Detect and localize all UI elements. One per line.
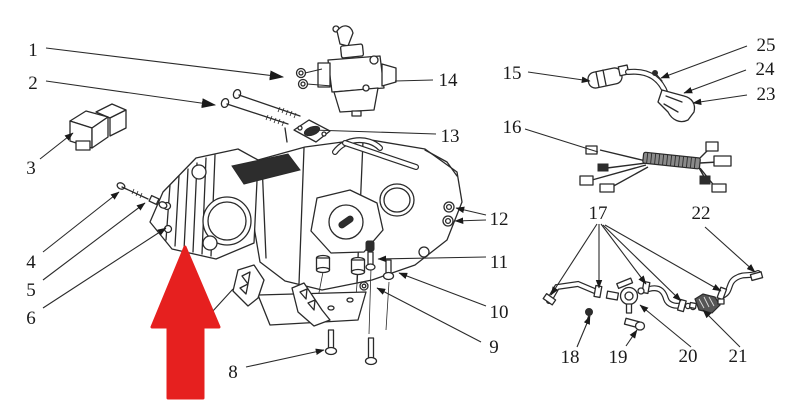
callout-17: 17 [589, 203, 608, 224]
callout-20: 20 [679, 346, 698, 367]
head-side-bolt-and-spacers [116, 182, 168, 209]
callout-9: 9 [489, 337, 499, 358]
callout-6: 6 [26, 308, 36, 329]
callout-23: 23 [757, 84, 776, 105]
callout-24: 24 [756, 59, 776, 80]
callout-12: 12 [490, 209, 509, 230]
fuel-valve [605, 277, 645, 314]
callout-13: 13 [441, 126, 460, 147]
callout-11: 11 [490, 252, 508, 273]
callout-19: 19 [609, 347, 628, 368]
red-arrow-pointer [150, 245, 221, 400]
callout-16: 16 [503, 117, 522, 138]
carburetor-mounting-nuts [295, 67, 333, 90]
callout-2: 2 [28, 73, 38, 94]
engine-assembly [149, 127, 463, 291]
fuel-hose-assembly [542, 270, 764, 331]
callout-1: 1 [28, 40, 38, 61]
leader-lines [39, 45, 756, 368]
callout-15: 15 [503, 63, 522, 84]
wiring-harness [579, 141, 732, 193]
skid-plate-bolts [324, 329, 378, 366]
callout-22: 22 [692, 203, 711, 224]
carburetor [317, 25, 397, 117]
callout-8: 8 [228, 362, 238, 383]
callout-5: 5 [26, 280, 36, 301]
hose-clamp [542, 271, 764, 313]
callout-21: 21 [729, 346, 748, 367]
intake-studs [220, 88, 301, 127]
drain-bolt [623, 317, 646, 331]
callout-25: 25 [757, 35, 776, 56]
callout-14: 14 [439, 70, 459, 91]
spark-plug-cap-assembly [587, 64, 696, 123]
engine-mount-hardware [315, 240, 395, 335]
flange-nuts [442, 201, 455, 227]
fuel-filter [688, 293, 725, 314]
callout-labels: 1 2 3 4 5 6 8 9 10 11 12 13 14 15 16 17 … [26, 35, 775, 383]
relay-box [69, 103, 127, 151]
callout-3: 3 [26, 158, 36, 179]
intake-manifold [293, 119, 331, 143]
skid-plate [232, 264, 367, 327]
callout-10: 10 [490, 302, 509, 323]
callout-4: 4 [26, 252, 36, 273]
callout-18: 18 [561, 347, 580, 368]
